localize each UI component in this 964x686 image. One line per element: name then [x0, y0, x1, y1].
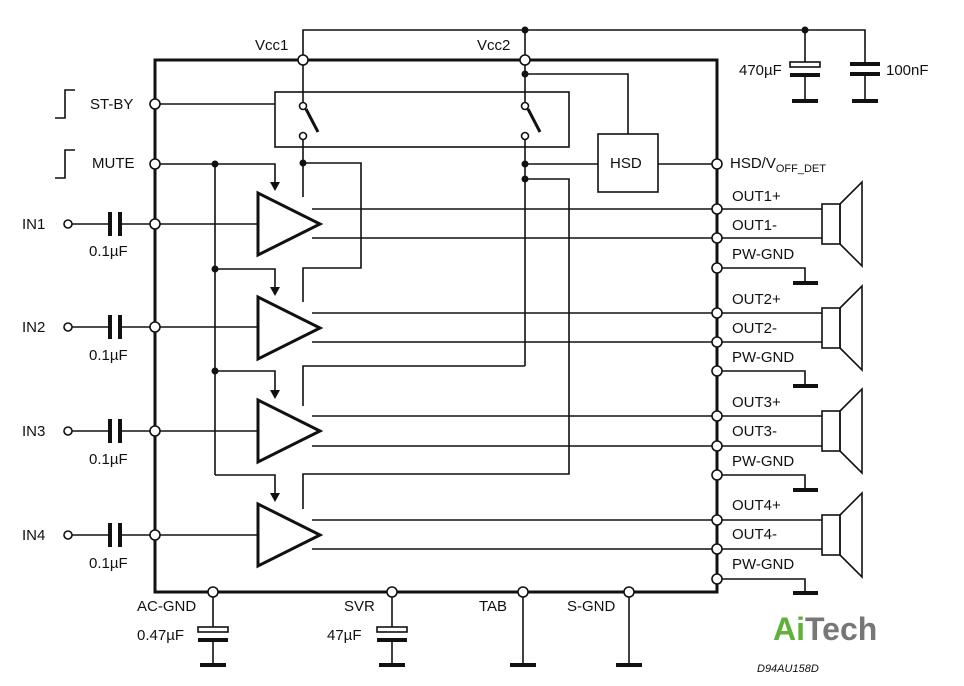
svg-text:IN3: IN3	[22, 423, 45, 440]
svg-text:PW-GND: PW-GND	[732, 556, 794, 573]
svg-text:IN4: IN4	[22, 527, 45, 544]
vcc2-pin	[519, 54, 531, 66]
amplifier-2	[256, 294, 324, 362]
vcc1-pin	[297, 54, 309, 66]
svg-text:PW-GND: PW-GND	[732, 246, 794, 263]
capacitor-100nf	[850, 50, 880, 103]
stby-pin	[149, 98, 161, 110]
output-channel-2: OUT2+ OUT2- PW-GND	[312, 284, 863, 388]
svg-text:0.47µF: 0.47µF	[137, 627, 184, 644]
hsd-pin-label: HSD/VOFF_DET	[730, 155, 826, 175]
output-channel-3: OUT3+ OUT3- PW-GND	[312, 387, 863, 492]
svg-text:PW-GND: PW-GND	[732, 349, 794, 366]
vcc2-label: Vcc2	[477, 37, 510, 54]
speaker-1-magnet	[821, 203, 841, 245]
svg-text:47µF: 47µF	[327, 627, 362, 644]
svr-pin: SVR 47µF	[327, 586, 408, 667]
svg-text:S-GND: S-GND	[567, 598, 616, 615]
svg-text:IN1: IN1	[22, 216, 45, 233]
svg-text:0.1µF: 0.1µF	[89, 451, 128, 468]
svg-text:OUT1-: OUT1-	[732, 217, 777, 234]
svg-text:OUT3+: OUT3+	[732, 394, 781, 411]
speaker-2-magnet	[821, 307, 841, 349]
output-channel-1: OUT1+ OUT1- PW-GND	[312, 180, 863, 285]
svg-text:IN2: IN2	[22, 319, 45, 336]
s-gnd-pin: S-GND	[567, 586, 642, 667]
speaker-4-cone	[839, 491, 863, 579]
document-code: D94AU158D	[757, 663, 819, 675]
svg-text:OUT4+: OUT4+	[732, 497, 781, 514]
input-channel-4: IN4 0.1µF	[22, 523, 258, 572]
amplifier-3	[256, 397, 324, 465]
output-channel-4: OUT4+ OUT4- PW-GND	[312, 491, 863, 595]
vcc1-label: Vcc1	[255, 37, 288, 54]
stby-label: ST-BY	[90, 96, 133, 113]
tab-pin: TAB	[479, 586, 536, 667]
mute-pin	[149, 158, 161, 170]
svg-text:OUT3-: OUT3-	[732, 423, 777, 440]
svg-text:SVR: SVR	[344, 598, 375, 615]
svg-text:PW-GND: PW-GND	[732, 453, 794, 470]
svg-text:AiTech: AiTech	[773, 611, 877, 647]
speaker-2-cone	[839, 284, 863, 372]
speaker-3-cone	[839, 387, 863, 475]
svg-text:OUT4-: OUT4-	[732, 526, 777, 543]
speaker-4-magnet	[821, 514, 841, 556]
svg-text:OUT1+: OUT1+	[732, 188, 781, 205]
svg-text:0.1µF: 0.1µF	[89, 243, 128, 260]
cap-470-label: 470µF	[739, 62, 782, 79]
speaker-1-cone	[839, 180, 863, 268]
svg-text:TAB: TAB	[479, 598, 507, 615]
input-channel-2: IN2 0.1µF	[22, 315, 258, 364]
svg-text:OUT2+: OUT2+	[732, 291, 781, 308]
supply-rail	[302, 29, 866, 60]
standby-switch-box	[274, 91, 570, 148]
ac-gnd-pin: AC-GND 0.47µF	[137, 586, 229, 667]
speaker-3-magnet	[821, 410, 841, 452]
amplifier-1	[256, 190, 324, 258]
svg-text:0.1µF: 0.1µF	[89, 347, 128, 364]
svg-text:AC-GND: AC-GND	[137, 598, 196, 615]
svg-text:0.1µF: 0.1µF	[89, 555, 128, 572]
hsd-block	[597, 133, 659, 193]
cap-100n-label: 100nF	[886, 62, 929, 79]
input-channel-1: IN1 0.1µF	[22, 212, 258, 260]
input-channel-3: IN3 0.1µF	[22, 419, 258, 468]
amplifier-4	[256, 501, 324, 569]
svg-text:OUT2-: OUT2-	[732, 320, 777, 337]
hsd-label: HSD	[610, 155, 642, 172]
mute-label: MUTE	[92, 155, 135, 172]
stby-pulse	[55, 89, 75, 119]
capacitor-470uf	[789, 30, 821, 103]
aitech-logo: AiTech	[773, 611, 877, 647]
hsd-pin	[711, 158, 723, 170]
mute-pulse	[55, 149, 75, 179]
